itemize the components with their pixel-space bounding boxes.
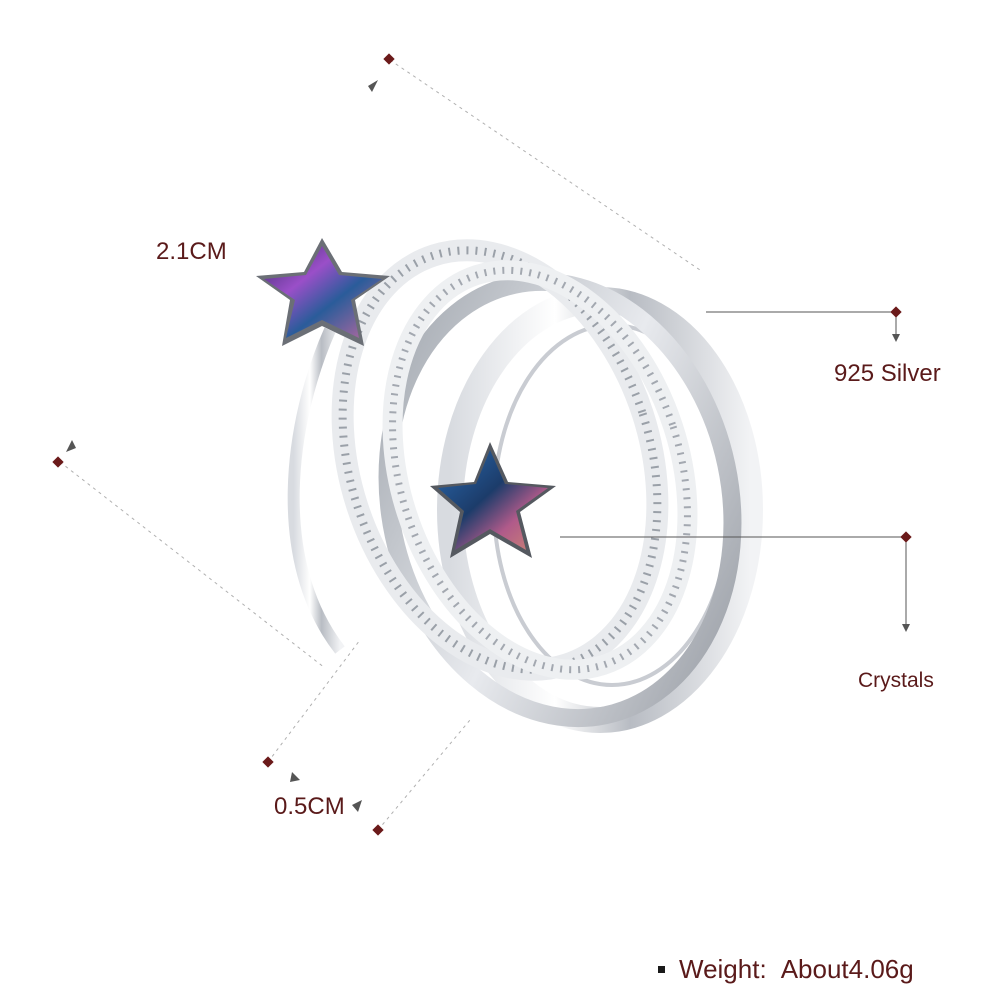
diamond-marker-icon bbox=[52, 456, 64, 468]
diamond-marker-icon bbox=[383, 53, 395, 65]
size-callout-top: 2.1CM bbox=[156, 238, 227, 265]
diamond-marker-icon bbox=[262, 756, 274, 768]
ring-band-third bbox=[378, 272, 742, 728]
arrow-icon bbox=[66, 440, 76, 452]
square-bullet-icon bbox=[658, 966, 665, 973]
weight-spec: Weight: About4.06g bbox=[658, 954, 914, 985]
dimension-line-left bbox=[59, 461, 326, 669]
ring-wire bbox=[287, 327, 345, 654]
arrow-icons bbox=[66, 80, 910, 812]
dimension-line-bottom-a bbox=[267, 639, 361, 763]
center-star-gem bbox=[438, 450, 548, 550]
dimension-line-bottom-b bbox=[377, 719, 471, 831]
stones-callout: Crystals bbox=[858, 669, 934, 692]
callout-leaders bbox=[560, 311, 907, 628]
dimension-line-top bbox=[389, 59, 701, 271]
dimension-lines bbox=[59, 59, 701, 831]
diamond-markers bbox=[52, 53, 912, 836]
weight-value: About4.06g bbox=[780, 954, 914, 984]
arrow-icon bbox=[352, 800, 362, 812]
arrow-icon bbox=[368, 80, 378, 92]
arrow-icon bbox=[892, 334, 900, 342]
size-callout-bottom: 0.5CM bbox=[274, 793, 345, 820]
arrow-icon bbox=[290, 772, 300, 782]
ring-illustration bbox=[256, 238, 763, 733]
top-star-gem bbox=[264, 246, 382, 338]
diamond-marker-icon bbox=[890, 306, 902, 318]
diamond-marker-icon bbox=[372, 824, 384, 836]
arrow-icon bbox=[902, 624, 910, 632]
weight-label: Weight: bbox=[679, 954, 767, 984]
diamond-marker-icon bbox=[900, 531, 912, 543]
material-callout: 925 Silver bbox=[834, 360, 941, 387]
